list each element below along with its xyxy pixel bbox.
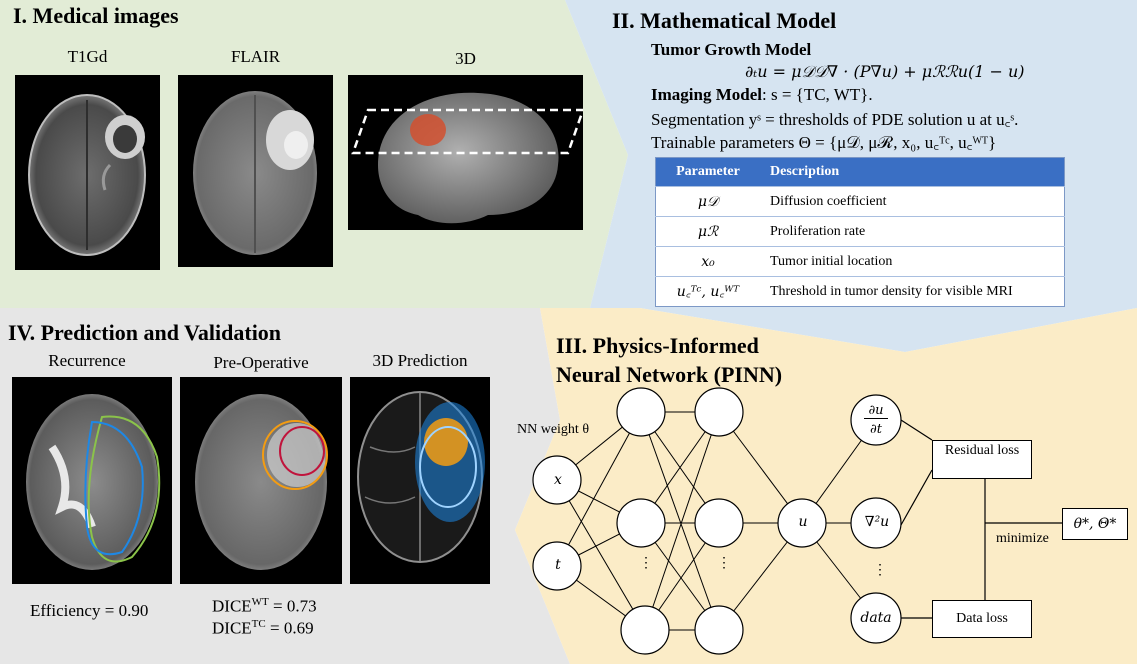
minimize-label: minimize <box>996 531 1049 546</box>
dudt-denominator: ∂t <box>870 422 882 437</box>
recurrence-image <box>12 377 172 584</box>
table-row: u꜀ᵀᶜ, u꜀ᵂᵀ Threshold in tumor density fo… <box>655 276 1065 307</box>
pre-operative-label: Pre-Operative <box>213 353 309 372</box>
residual-loss-box: Residual loss <box>932 440 1032 479</box>
nn-node-hidden1 <box>616 498 666 548</box>
nn-weight-label: NN weight θ <box>517 422 590 437</box>
dice-wt-base: DICE <box>212 596 252 616</box>
table-cell-param: μℛ <box>655 216 760 247</box>
dice-tc-sup: TC <box>251 618 266 630</box>
parameter-table: Parameter Description μ𝒟 Diffusion coeff… <box>655 157 1065 307</box>
nn-node-hidden1 <box>616 387 666 437</box>
dice-wt-text: DICEWT = 0.73 <box>212 596 317 617</box>
loss-connections <box>900 419 1062 619</box>
nn-node-hidden2 <box>694 605 744 655</box>
dice-wt-sup: WT <box>251 596 269 608</box>
table-header-description: Description <box>760 157 1065 187</box>
table-cell-desc: Proliferation rate <box>760 216 1065 247</box>
dice-tc-text: DICETC = 0.69 <box>212 618 314 639</box>
input-t-label: t <box>555 557 561 573</box>
tumor-model-label: Tumor Growth Model <box>651 40 811 60</box>
dice-tc-value: = 0.69 <box>265 618 314 638</box>
imaging-model-text: : s = {TC, WT}. <box>761 85 873 104</box>
panel1-title: I. Medical images <box>13 3 179 28</box>
table-cell-desc: Diffusion coefficient <box>760 186 1065 217</box>
ellipsis-layer1: ⋮ <box>639 556 653 571</box>
nn-nodes <box>532 387 902 655</box>
nn-edge <box>556 479 646 631</box>
data-node-label: data <box>860 610 892 626</box>
dice-tc-base: DICE <box>212 618 252 638</box>
panel2-title: II. Mathematical Model <box>612 8 837 33</box>
dice-wt-value: = 0.73 <box>268 596 317 616</box>
nn-edge <box>644 411 720 631</box>
result-box: θ*, Θ* <box>1062 508 1128 540</box>
nn-node-hidden2 <box>694 387 744 437</box>
nn-node-hidden2 <box>694 498 744 548</box>
t1gd-label: T1Gd <box>67 47 108 66</box>
ellipsis-layer2: ⋮ <box>717 556 731 571</box>
table-cell-desc: Threshold in tumor density for visible M… <box>760 276 1065 307</box>
nn-node-hidden1 <box>620 605 670 655</box>
recurrence-label: Recurrence <box>48 351 126 370</box>
panel4-title: IV. Prediction and Validation <box>8 320 282 345</box>
laplacian-label: ∇²u <box>864 514 890 530</box>
table-row: μℛ Proliferation rate <box>655 216 1065 247</box>
nn-edge <box>556 411 642 567</box>
output-u-label: u <box>798 514 808 530</box>
efficiency-text: Efficiency = 0.90 <box>30 601 149 620</box>
table-row: μ𝒟 Diffusion coefficient <box>655 186 1065 217</box>
table-cell-desc: Tumor initial location <box>760 246 1065 277</box>
3d-prediction-image <box>350 377 490 584</box>
imaging-model-label: Imaging Model <box>651 85 762 104</box>
3d-prediction-label: 3D Prediction <box>372 351 468 370</box>
nn-node-laplacian <box>850 497 902 549</box>
table-cell-param: u꜀ᵀᶜ, u꜀ᵂᵀ <box>655 276 760 307</box>
nn-node-input-t <box>532 541 582 591</box>
panel3-title-line2: Neural Network (PINN) <box>556 362 783 387</box>
t1gd-image <box>15 75 160 270</box>
3d-label: 3D <box>455 49 476 68</box>
segmentation-line: Segmentation yˢ = thresholds of PDE solu… <box>651 110 1019 129</box>
ellipsis-derivs: ⋮ <box>873 563 887 578</box>
data-loss-box: Data loss <box>932 600 1032 638</box>
nn-node-input-x <box>532 455 582 505</box>
table-header-row: Parameter Description <box>655 157 1065 187</box>
flair-image <box>178 75 333 267</box>
table-cell-param: μ𝒟 <box>655 186 760 217</box>
tumor-model-label-text: Tumor Growth Model <box>651 40 812 59</box>
imaging-model-line: Imaging Model: s = {TC, WT}. <box>651 85 873 105</box>
3d-brain-image <box>348 75 583 230</box>
flair-label: FLAIR <box>230 47 281 66</box>
panel3-title-line1: III. Physics-Informed <box>556 333 759 358</box>
pre-operative-image <box>180 377 342 584</box>
input-x-label: x <box>554 472 562 488</box>
nn-edge <box>640 411 720 631</box>
table-cell-param: x₀ <box>655 246 760 277</box>
nn-node-output-u <box>777 498 827 548</box>
trainable-params-line: Trainable parameters Θ = {μ𝒟, μℛ, x₀, u꜀… <box>651 133 997 152</box>
table-row: x₀ Tumor initial location <box>655 246 1065 277</box>
table-header-parameter: Parameter <box>655 157 760 187</box>
panel3-background <box>515 308 1137 664</box>
dudt-numerator: ∂u <box>864 403 888 419</box>
tumor-equation: ∂ₜu = μ𝒟𝒟∇ · (P∇u) + μℛℛu(1 − u) <box>745 62 1025 81</box>
